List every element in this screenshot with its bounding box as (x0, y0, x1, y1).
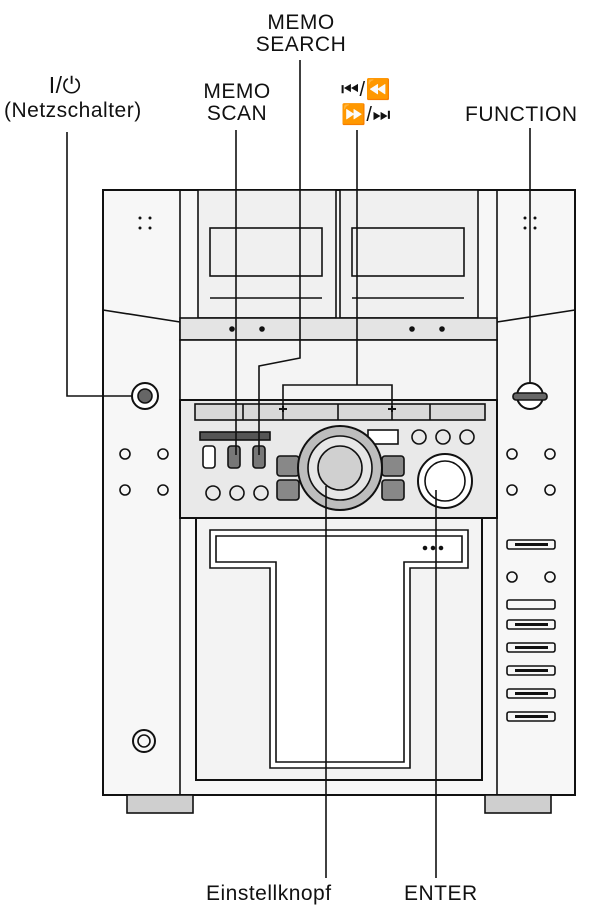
upper-strip (179, 317, 498, 401)
speaker-dots-left (138, 216, 152, 230)
headphone-jack (132, 729, 156, 753)
tuning-knob[interactable] (297, 425, 383, 511)
power-button[interactable] (131, 382, 159, 410)
power-switch-symbol-label: I/⏻ (48, 72, 82, 98)
right-side-buttons (506, 448, 556, 583)
memo-scan-label-line1: MEMO (203, 80, 271, 103)
skip-search-label-line1: ⏮/⏪ (341, 79, 391, 101)
tuning-knob-label: Einstellknopf (206, 882, 332, 905)
memo-search-label-line1: MEMO (267, 11, 335, 34)
function-label: FUNCTION (465, 103, 578, 126)
memo-search-leader (258, 60, 301, 455)
cassette-decks (197, 189, 479, 319)
power-switch-name-label: (Netzschalter) (4, 99, 142, 122)
power-leader (66, 132, 132, 397)
speaker-dots-right (523, 216, 537, 230)
right-sliders (506, 539, 556, 722)
skip-search-label-line2: ⏩/⏭ (341, 104, 391, 126)
memo-scan-label-line2: SCAN (206, 102, 268, 125)
cd-lower-panel (195, 517, 483, 781)
leader-lines (66, 60, 531, 878)
memo-search-label-line2: SEARCH (255, 33, 347, 56)
enter-label: ENTER (404, 882, 478, 905)
left-side-buttons (119, 448, 169, 496)
function-control[interactable] (512, 382, 548, 410)
enter-button[interactable] (417, 453, 473, 509)
